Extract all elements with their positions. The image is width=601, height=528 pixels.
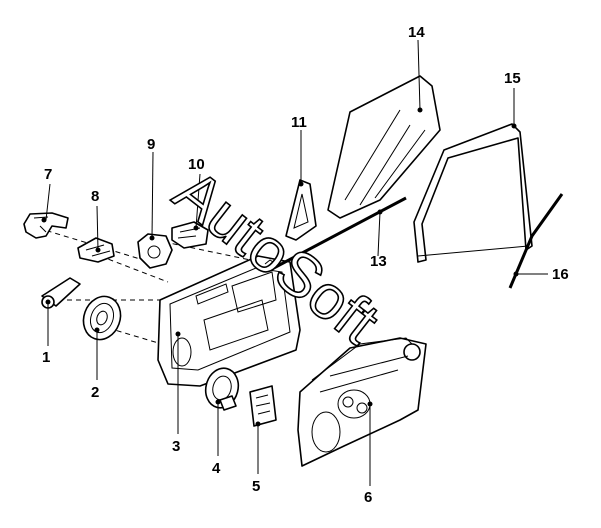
- part-3-door-trim-panel: [157, 255, 301, 387]
- label-part-5: 5: [252, 478, 260, 495]
- label-part-9: 9: [147, 136, 155, 153]
- part-6-window-regulator: [297, 337, 427, 467]
- label-part-4: 4: [212, 460, 221, 477]
- part-5-clip-plate: [249, 385, 277, 427]
- label-part-14: 14: [408, 24, 425, 41]
- part-11-mirror-bracket: [285, 179, 317, 241]
- part-number-labels: 1 2 3 4 5 6 7 8 9 10 11 13 14 15 16: [42, 24, 569, 506]
- label-part-13: 13: [370, 253, 387, 270]
- label-part-6: 6: [364, 489, 372, 506]
- label-part-10: 10: [188, 156, 205, 173]
- label-part-15: 15: [504, 70, 521, 87]
- label-part-11: 11: [291, 114, 307, 131]
- part-4-speaker: [204, 367, 240, 411]
- part-15-window-seal-frame: [413, 123, 533, 263]
- label-part-8: 8: [91, 188, 99, 205]
- label-part-16: 16: [552, 266, 569, 283]
- part-9-lock-cylinder: [137, 233, 173, 269]
- part-2-speaker-ring: [82, 295, 122, 341]
- label-part-1: 1: [42, 349, 50, 366]
- label-part-7: 7: [44, 166, 52, 183]
- leader-lines: [45, 39, 548, 486]
- label-part-3: 3: [172, 438, 180, 455]
- label-part-2: 2: [91, 384, 99, 401]
- part-14-door-glass: [327, 75, 441, 219]
- part-7-door-handle: [23, 212, 69, 239]
